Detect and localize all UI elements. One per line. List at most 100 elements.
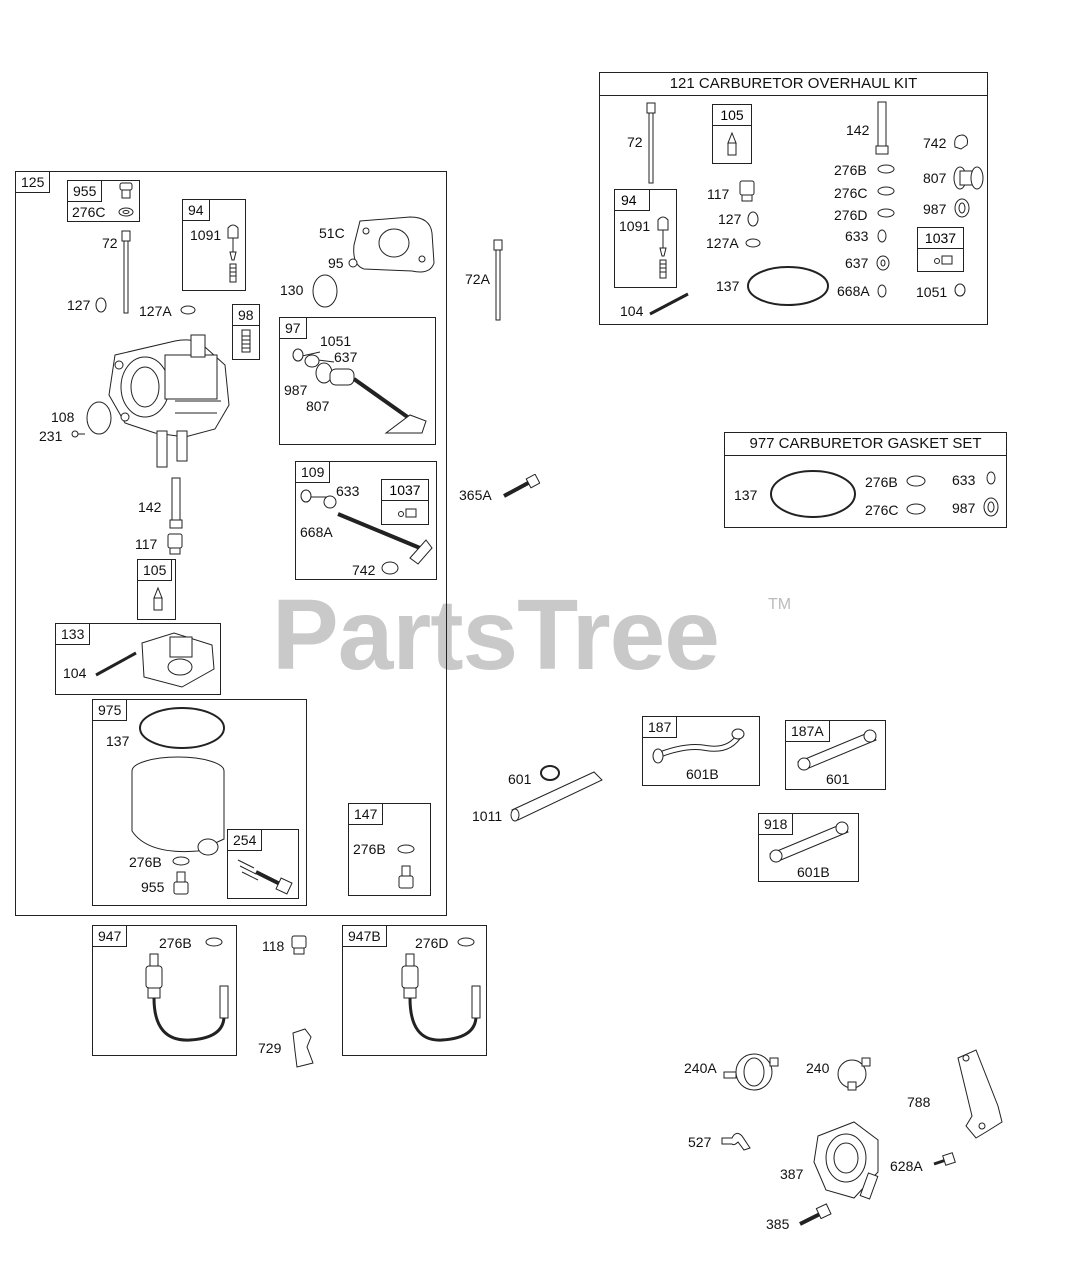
group-125-box: 125	[15, 171, 447, 916]
choke-shaft-icon	[300, 489, 433, 575]
gasket-seal-987-icon	[983, 497, 999, 517]
solenoid-947-icon	[145, 953, 229, 1042]
group-97-tag: 97	[280, 318, 307, 339]
group-94-tag: 94	[183, 200, 210, 221]
overhaul-kit-title: 121 CARBURETOR OVERHAUL KIT	[600, 73, 987, 96]
group-947b-box: 947B	[342, 925, 487, 1056]
kit-label-742: 742	[923, 135, 947, 151]
label-987: 987	[284, 382, 308, 398]
washer-947b-icon	[457, 937, 475, 947]
gasket-washer-276b-icon	[906, 475, 926, 487]
label-637: 637	[334, 349, 358, 365]
label-276b-bowl: 276B	[129, 854, 162, 870]
label-276b-147: 276B	[353, 841, 386, 857]
label-108: 108	[51, 409, 75, 425]
label-72: 72	[102, 235, 118, 251]
label-365a: 365A	[459, 487, 492, 503]
kit-washer-127-icon	[747, 211, 759, 227]
group-98-box: 98	[232, 304, 260, 360]
group-975-box: 975	[92, 699, 307, 906]
label-130: 130	[280, 282, 304, 298]
gasket-set-box: 977 CARBURETOR GASKET SET	[724, 432, 1007, 528]
kit-ring-633-icon	[877, 229, 887, 243]
label-127: 127	[67, 297, 91, 313]
group-975-tag: 975	[93, 700, 128, 721]
kit-label-633: 633	[845, 228, 869, 244]
screw-95-icon	[348, 258, 358, 268]
label-117: 117	[135, 536, 158, 552]
label-137: 137	[106, 733, 130, 749]
float-133-icon	[95, 632, 215, 688]
gasket-washer-276c-icon	[906, 503, 926, 515]
kit-washer-276d-icon	[877, 208, 895, 218]
inlet-needle-105-icon	[153, 586, 163, 611]
label-1011: 1011	[472, 808, 503, 824]
label-95: 95	[328, 255, 344, 271]
kit-tube-72-icon	[646, 102, 656, 184]
kit-jet-142-icon	[875, 101, 889, 155]
bolt-385-icon	[799, 1203, 832, 1226]
label-601: 601	[508, 771, 532, 787]
bracket-788-icon	[957, 1049, 1003, 1139]
label-142: 142	[138, 499, 162, 515]
group-918-box: 918	[758, 813, 859, 882]
kit-label-807: 807	[923, 170, 947, 186]
label-240a: 240A	[684, 1060, 717, 1076]
kit-spring-1037-icon	[934, 255, 953, 265]
ring-127a-icon	[180, 305, 196, 315]
kit-label-668a: 668A	[837, 283, 870, 299]
kit-label-142: 142	[846, 122, 870, 138]
group-187a-box: 187A	[785, 720, 886, 790]
gasket-o-ring-137-icon	[770, 470, 856, 518]
label-527: 527	[688, 1134, 712, 1150]
group-947-box: 947	[92, 925, 237, 1056]
kit-label-127: 127	[718, 211, 742, 227]
kit-washer-637-icon	[876, 255, 890, 271]
label-240: 240	[806, 1060, 830, 1076]
group-105-box: 105	[137, 559, 176, 620]
gasket-label-276c: 276C	[865, 502, 899, 518]
fuel-line-1011-icon	[510, 771, 603, 822]
carburetor-body-icon	[108, 334, 230, 468]
group-147-box: 147	[348, 803, 431, 896]
kit-bushing-807-icon	[953, 166, 984, 190]
label-231: 231	[39, 428, 63, 444]
group-187a-tag: 187A	[786, 721, 830, 742]
fuel-filter-240a-icon	[723, 1053, 779, 1091]
label-276b-947: 276B	[159, 935, 192, 951]
kit-label-276c: 276C	[834, 185, 868, 201]
main-jet-142-icon	[169, 477, 183, 529]
emulsion-tube-icon	[121, 230, 131, 314]
bolt-365a-icon	[503, 474, 540, 498]
choke-plate-icon	[71, 401, 112, 438]
kit-pin-104-icon	[649, 292, 689, 316]
group-947-tag: 947	[93, 926, 128, 947]
clip-729-icon	[292, 1028, 314, 1068]
kit-label-987: 987	[923, 201, 947, 217]
label-788: 788	[907, 1094, 931, 1110]
kit-nut-117-icon	[739, 180, 755, 202]
group-105-tag: 105	[138, 560, 173, 581]
kit-label-637: 637	[845, 255, 869, 271]
washer-147-icon	[397, 844, 415, 854]
kit-group-1037-box: 1037	[917, 227, 964, 272]
group-187-tag: 187	[643, 717, 678, 738]
group-133-box: 133	[55, 623, 221, 695]
kit-label-1051: 1051	[916, 284, 948, 300]
kit-o-ring-137-icon	[747, 266, 829, 306]
throttle-plate-icon	[312, 274, 338, 308]
watermark-brand: PartsTree	[272, 579, 720, 691]
bowl-screw-955-icon	[173, 871, 189, 895]
overhaul-kit-box: 121 CARBURETOR OVERHAUL KIT	[599, 72, 988, 325]
group-109-tag: 109	[296, 462, 331, 483]
kit-ring-127a-icon	[745, 238, 761, 248]
throttle-shaft-icon	[292, 348, 427, 434]
needle-valve-icon	[227, 224, 239, 283]
float-bowl-icon	[131, 756, 225, 856]
label-601-187a: 601	[826, 771, 850, 787]
bolt-628a-icon	[933, 1152, 956, 1166]
clamp-527-icon	[721, 1132, 751, 1151]
label-276c: 276C	[72, 204, 106, 220]
screw-147-icon	[398, 865, 414, 889]
fuel-line-187-icon	[652, 728, 745, 764]
